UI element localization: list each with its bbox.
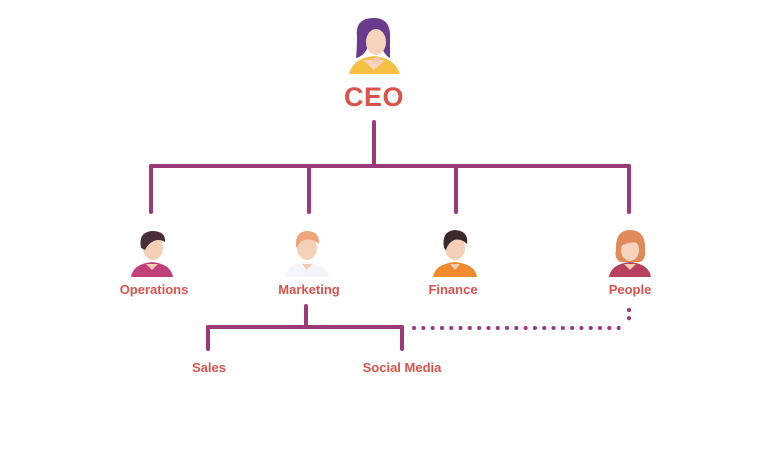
marketing-label: Marketing bbox=[278, 282, 340, 297]
finance-avatar-icon bbox=[433, 230, 477, 277]
operations-label: Operations bbox=[119, 282, 189, 297]
marketing-avatar-icon bbox=[285, 231, 329, 277]
ceo-avatar-icon bbox=[349, 18, 400, 74]
ceo-title: CEO bbox=[343, 82, 405, 112]
sales-label: Sales bbox=[192, 360, 226, 375]
people-label: People bbox=[608, 282, 652, 297]
people-avatar-icon bbox=[609, 230, 651, 277]
finance-label: Finance bbox=[428, 282, 478, 297]
social-media-label: Social Media bbox=[362, 360, 442, 375]
operations-avatar-icon bbox=[131, 231, 173, 277]
